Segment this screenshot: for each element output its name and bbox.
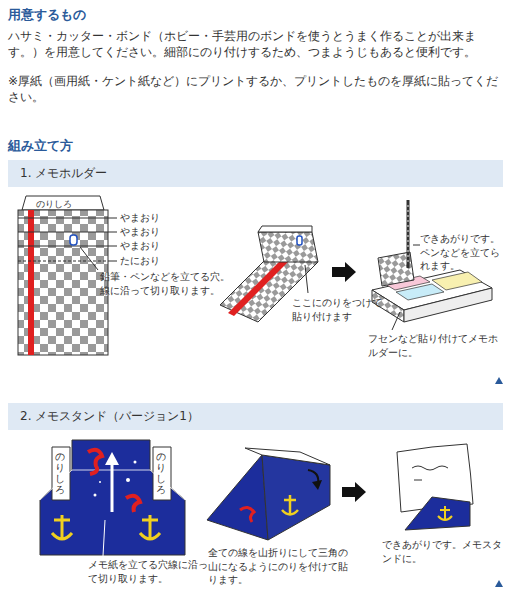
callout-note: メモ紙を立てる穴線に沿って切り取ります。	[88, 558, 216, 585]
fold-label: やまおり	[120, 211, 160, 225]
band-title: 2. メモスタンド（バージョン1）	[20, 408, 491, 425]
glue-tab-label: のりしろ	[36, 198, 72, 210]
section-band: 1. メモホルダー	[8, 160, 503, 187]
fold-label: たにおり	[120, 254, 160, 268]
section-band: 2. メモスタンド（バージョン1）	[8, 403, 503, 430]
fold-label: やまおり	[120, 239, 160, 253]
callout-note: フセンなど貼り付けてメモホルダーに。	[368, 332, 498, 359]
callout-note: 鉛筆・ペンなどを立てる穴。線に沿って切り取ります。	[100, 270, 235, 297]
callout-note: できあがりです。ペンなどを立てられます。	[420, 232, 505, 273]
callout-note: ここにのりをつけて貼り付けます	[292, 296, 387, 323]
glue-tab-label: のりしろ	[55, 451, 65, 495]
section-heading: 組み立て方	[8, 137, 73, 155]
glue-tab-label: のりしろ	[156, 451, 166, 495]
body-text: ハサミ・カッター・ボンド（ホビー・手芸用のボンドを使うとうまく作ることが出来ます…	[8, 28, 503, 60]
fold-label: やまおり	[120, 225, 160, 239]
callout-note: 全ての線を山折りにして三角の山になるようにのりを付けて貼ります。	[208, 546, 348, 587]
section-heading: 用意するもの	[8, 6, 86, 24]
callout-note: できあがりです。メモスタンドに。	[382, 538, 502, 565]
band-title: 1. メモホルダー	[20, 165, 491, 182]
note-text: ※厚紙（画用紙・ケント紙など）にプリントするか、プリントしたものを厚紙に貼ってく…	[8, 73, 503, 105]
